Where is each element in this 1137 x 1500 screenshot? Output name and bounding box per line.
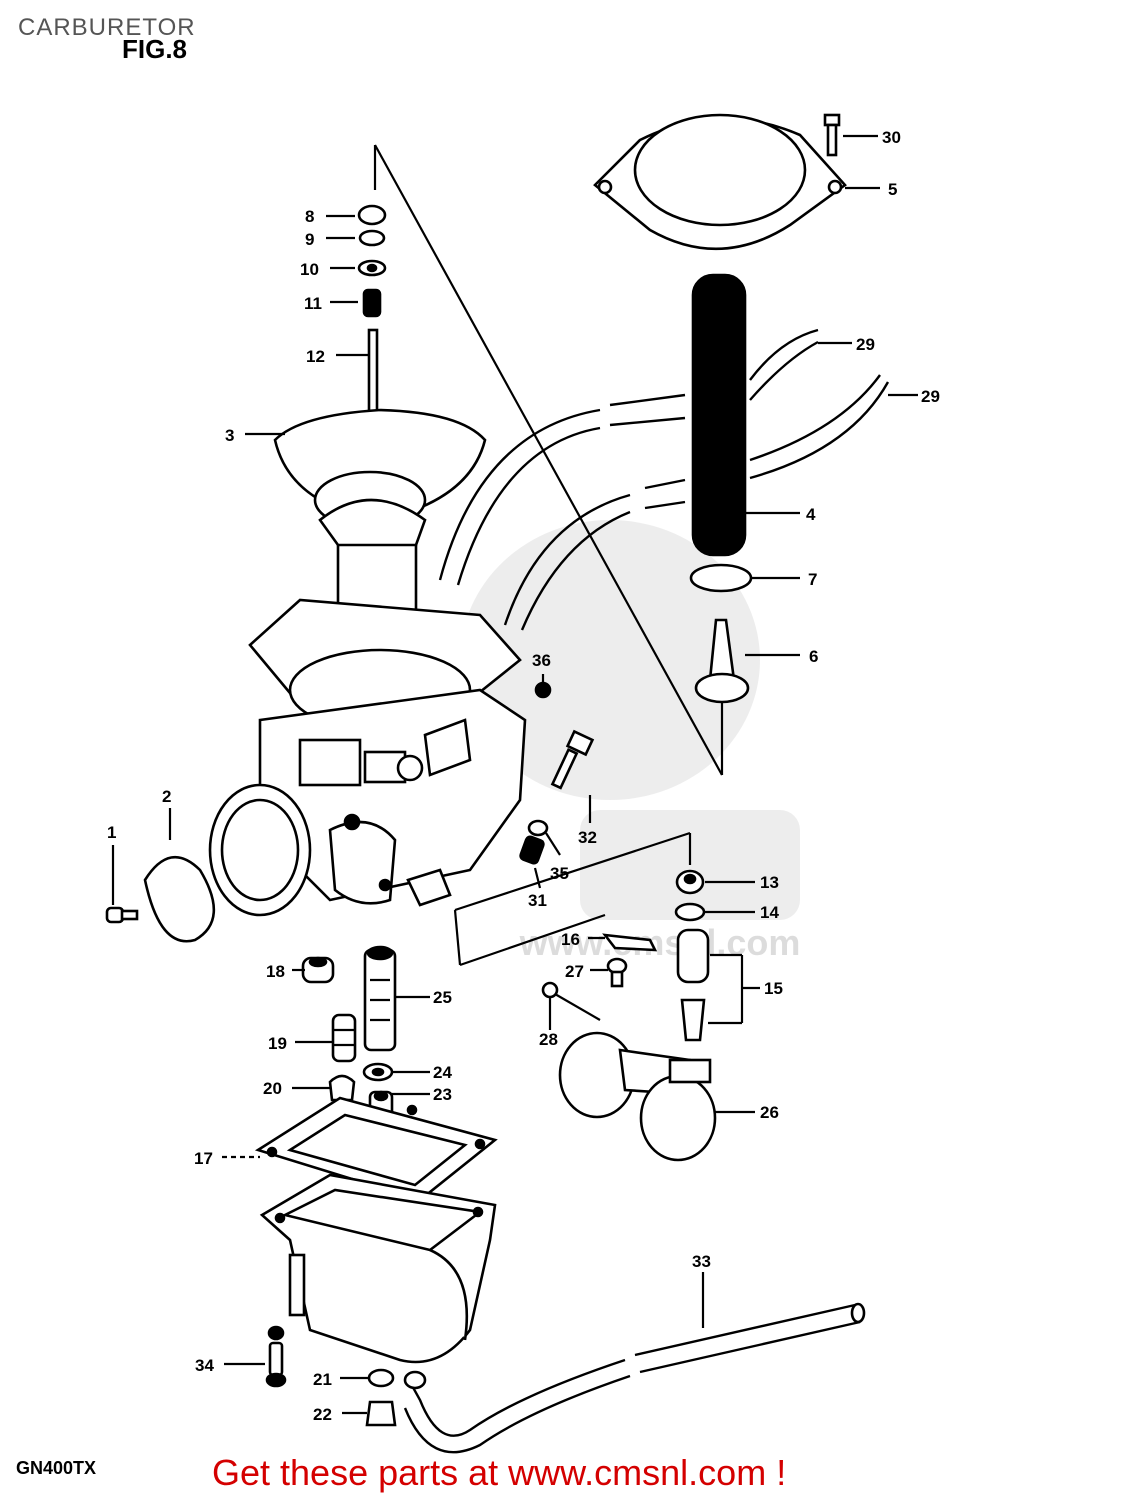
part-jet-holder	[328, 1074, 356, 1102]
guide-line	[453, 909, 462, 966]
callout-3: 3	[225, 426, 234, 445]
callout-27: 27	[565, 962, 584, 981]
callout-10: 10	[300, 260, 319, 279]
callout-35: 35	[550, 864, 569, 883]
model-label: GN400TX	[16, 1458, 97, 1478]
callout-18: 18	[266, 962, 285, 981]
page-title: CARBURETOR	[18, 14, 196, 41]
callout-33: 33	[692, 1252, 711, 1271]
figure-label: FIG.8	[122, 34, 188, 64]
part-washer	[362, 1062, 394, 1082]
callout-16: 16	[561, 930, 580, 949]
callout-13: 13	[760, 873, 779, 892]
part-drain-plug	[365, 1400, 397, 1427]
part-screw	[550, 729, 595, 790]
guide-line	[459, 913, 606, 967]
callout-11: 11	[304, 294, 322, 313]
part-o-ring	[367, 1368, 395, 1388]
part-needle-jet	[363, 945, 397, 1052]
part-plug	[301, 956, 335, 984]
callout-15: 15	[764, 979, 783, 998]
part-circlip	[689, 563, 753, 593]
part-cap	[675, 869, 705, 895]
callout-4: 4	[806, 505, 816, 524]
part-hose	[438, 328, 890, 631]
callout-7: 7	[808, 570, 817, 589]
callout-14: 14	[760, 903, 779, 922]
part-screw	[823, 113, 841, 157]
part-screw	[105, 906, 139, 924]
leader-lines	[105, 134, 918, 1415]
part-spring-small	[519, 835, 545, 865]
part-washer	[357, 259, 387, 277]
callout-24: 24	[433, 1063, 452, 1082]
callout-23: 23	[433, 1085, 452, 1104]
callout-5: 5	[888, 180, 897, 199]
part-washer	[358, 229, 386, 247]
part-carburetor-body	[208, 598, 527, 917]
part-clip	[602, 933, 658, 952]
callout-29-lower: 29	[921, 387, 940, 406]
part-spring-small	[362, 288, 382, 318]
part-float-pin	[541, 981, 601, 1021]
part-pilot-jet	[331, 1013, 357, 1063]
callout-19: 19	[268, 1034, 287, 1053]
callout-12: 12	[306, 347, 325, 366]
callout-26: 26	[760, 1103, 779, 1122]
callout-2: 2	[162, 787, 171, 806]
callout-1: 1	[107, 823, 116, 842]
part-spring	[691, 273, 747, 557]
footer-parts-link[interactable]: Get these parts at www.cmsnl.com !	[212, 1452, 787, 1493]
callout-32: 32	[578, 828, 597, 847]
part-float-bowl	[259, 1173, 497, 1364]
part-overflow-hose	[403, 1302, 866, 1454]
part-jet-needle	[694, 618, 750, 704]
callout-21: 21	[313, 1370, 332, 1389]
guide-line	[454, 831, 691, 912]
guide-line	[374, 144, 723, 776]
callout-22: 22	[313, 1405, 332, 1424]
callout-17: 17	[194, 1149, 213, 1168]
callout-28: 28	[539, 1030, 558, 1049]
part-plug	[534, 681, 552, 699]
callout-20: 20	[263, 1079, 282, 1098]
callout-25: 25	[433, 988, 452, 1007]
part-screw	[606, 957, 628, 988]
callout-8: 8	[305, 207, 314, 226]
callout-30: 30	[882, 128, 901, 147]
part-o-ring	[527, 819, 549, 837]
callout-34: 34	[195, 1356, 214, 1375]
part-nut	[357, 204, 387, 226]
part-diaphragm	[273, 408, 487, 637]
part-float	[558, 1031, 717, 1162]
callout-29-upper: 29	[856, 335, 875, 354]
callout-6: 6	[809, 647, 818, 666]
part-washer	[674, 902, 706, 922]
part-screw	[265, 1325, 287, 1388]
callout-31: 31	[528, 891, 547, 910]
watermark-logo: www.cmsnl.com	[460, 520, 800, 963]
part-cover	[593, 113, 847, 251]
callout-9: 9	[305, 230, 314, 249]
callout-36: 36	[532, 651, 551, 670]
